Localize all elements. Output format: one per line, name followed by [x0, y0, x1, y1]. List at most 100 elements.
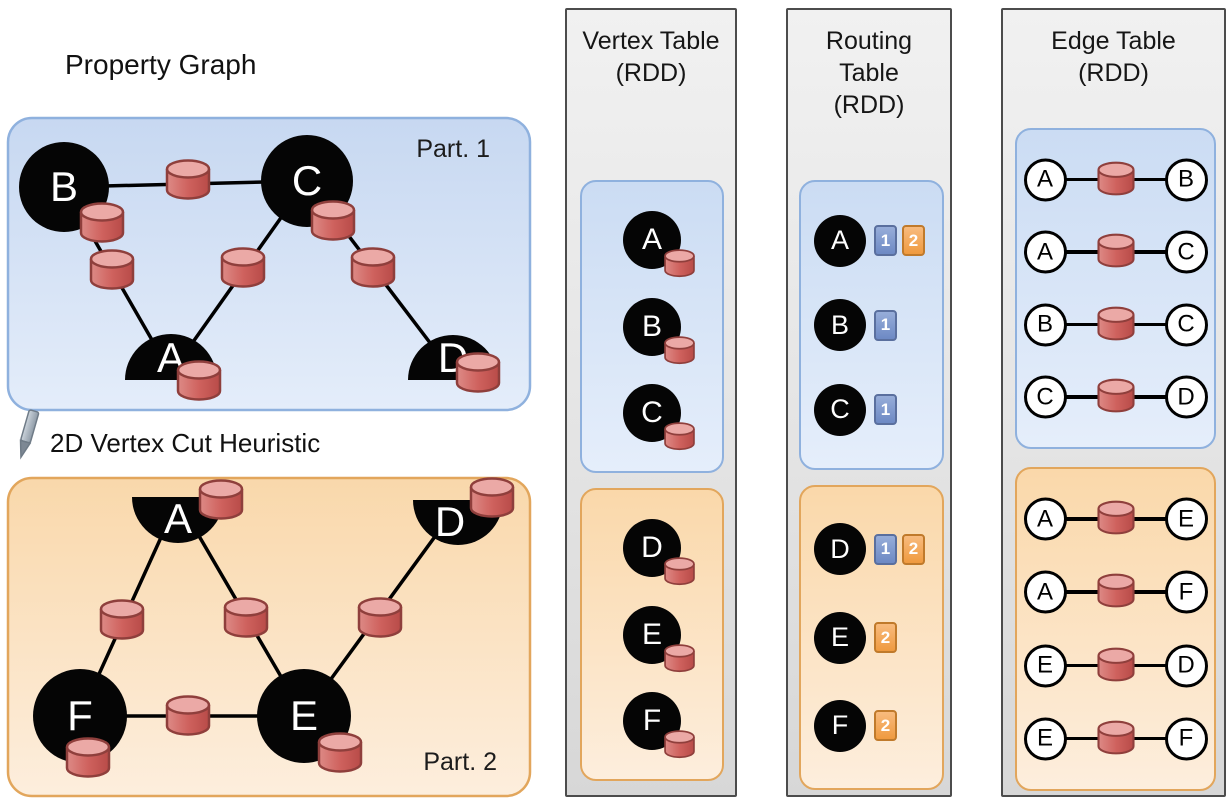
vertex-C-label: C	[292, 157, 322, 204]
edge-property-cylinder-icon	[220, 247, 266, 288]
vertex-D-label: D	[435, 498, 465, 545]
edge-dst-circle: E	[1164, 497, 1208, 541]
edge-src-circle: A	[1023, 497, 1067, 541]
partition-1-label: Part. 1	[416, 135, 490, 163]
vertex-circle: A	[814, 214, 866, 267]
vertex-entry: D	[623, 518, 695, 585]
edge-property-cylinder-icon	[1096, 500, 1135, 535]
edge-row: B C	[1023, 302, 1208, 348]
edge-src-circle: E	[1023, 644, 1067, 688]
partition-2-badge: 2	[874, 622, 897, 653]
edge-table-column: Edge Table (RDD) A B A C B C	[1001, 8, 1226, 797]
partition-2-badge: 2	[902, 533, 925, 565]
partition-badges: 1 2	[874, 533, 925, 565]
edge-dst-circle: D	[1164, 644, 1208, 688]
vertex-circle: C	[814, 383, 866, 436]
vertex-property-cylinder-icon	[664, 730, 695, 759]
vertex-property-cylinder-icon	[317, 732, 363, 773]
edge-property-cylinder-icon	[1096, 379, 1135, 413]
partition-badges: 2	[874, 710, 897, 742]
vertex-circle: E	[814, 611, 866, 664]
routing-row: C 1	[801, 383, 942, 436]
edge-src-circle: B	[1023, 303, 1067, 347]
edge-property-cylinder-icon	[357, 597, 403, 638]
vertex-circle: D	[814, 523, 866, 576]
edge-property-cylinder-icon	[89, 249, 135, 290]
partition-badges: 1 2	[874, 225, 925, 256]
edge-table-header: Edge Table (RDD)	[1003, 10, 1224, 89]
edge-property-cylinder-icon	[1096, 161, 1135, 196]
vertex-circle: B	[814, 299, 866, 351]
routing-row: E 2	[801, 611, 942, 664]
vertex-property-cylinder-icon	[310, 200, 356, 241]
vertex-table-partition-2: D E F	[580, 488, 724, 781]
edge-table-subtitle: (RDD)	[1078, 59, 1149, 87]
cut-heuristic-label: 2D Vertex Cut Heuristic	[50, 428, 320, 458]
vertex-property-cylinder-icon	[664, 643, 695, 672]
vertex-property-cylinder-icon	[65, 737, 111, 778]
edge-property-cylinder-icon	[1096, 720, 1135, 755]
edge-property-cylinder-icon	[223, 597, 269, 638]
edge-dst-circle: D	[1164, 375, 1208, 419]
routing-table-header: Routing Table (RDD)	[788, 10, 950, 121]
vertex-entry: E	[623, 605, 695, 672]
edge-dst-circle: C	[1164, 230, 1208, 274]
vertex-property-cylinder-icon	[664, 335, 695, 364]
edge-src-circle: C	[1023, 375, 1067, 419]
partition-1-badge: 1	[874, 533, 897, 565]
edge-row: A B	[1023, 157, 1208, 203]
edge-src-circle: E	[1023, 717, 1067, 761]
edge-dst-circle: F	[1164, 717, 1208, 761]
vertex-F	[33, 669, 127, 763]
edge-property-cylinder-icon	[350, 247, 396, 288]
edge-dst-circle: B	[1164, 158, 1208, 202]
routing-table-subtitle: (RDD)	[833, 91, 905, 119]
edge-row: E D	[1023, 643, 1208, 689]
vertex-table-subtitle: (RDD)	[615, 59, 687, 87]
partition-1-region	[6, 116, 532, 412]
routing-row: A 1 2	[801, 214, 942, 267]
edge-property-cylinder-icon	[1096, 233, 1135, 268]
vertex-F-label: F	[67, 692, 93, 739]
edge-dst-circle: F	[1164, 570, 1208, 614]
partition-2-badge: 2	[874, 710, 897, 742]
vertex-table-title: Vertex Table	[582, 27, 720, 55]
pencil-arrow-icon	[19, 409, 40, 460]
vertex-circle: B	[623, 297, 681, 356]
vertex-circle: F	[623, 692, 681, 751]
routing-table-title-line2: Table	[839, 59, 899, 87]
edge-property-cylinder-icon	[1096, 647, 1135, 681]
vertex-table-column: Vertex Table (RDD) A B C D E	[565, 8, 737, 797]
routing-table-partition-1: A 1 2 B 1 C 1	[799, 180, 944, 470]
edge-src-circle: A	[1023, 230, 1067, 274]
vertex-property-cylinder-icon	[79, 202, 125, 243]
edge-table-partition-2: A E A F E D E F	[1015, 467, 1216, 791]
vertex-property-cylinder-icon	[469, 477, 515, 518]
edge-table-partition-1: A B A C B C C D	[1015, 128, 1216, 449]
edge-row: E F	[1023, 716, 1208, 762]
edge-src-circle: A	[1023, 158, 1067, 202]
vertex-entry: B	[623, 297, 695, 364]
routing-table-partition-2: D 1 2 E 2 F 2	[799, 485, 944, 790]
routing-row: D 1 2	[801, 523, 942, 576]
vertex-table-partition-1: A B C	[580, 180, 724, 473]
edge-row: A F	[1023, 569, 1208, 615]
partition-2-label: Part. 2	[423, 748, 497, 776]
edge-property-cylinder-icon	[165, 159, 211, 200]
partition-badges: 1	[874, 394, 897, 425]
edge-row: A C	[1023, 229, 1208, 275]
partition-badges: 1	[874, 309, 897, 341]
vertex-property-cylinder-icon	[198, 479, 244, 520]
property-graph-title: Property Graph	[65, 49, 256, 80]
edge-dst-circle: C	[1164, 303, 1208, 347]
routing-table-column: Routing Table (RDD) A 1 2 B 1 C 1	[786, 8, 952, 797]
vertex-entry: C	[623, 384, 695, 451]
vertex-property-cylinder-icon	[176, 360, 222, 401]
edge-property-cylinder-icon	[99, 599, 145, 640]
partition-1-badge: 1	[874, 309, 897, 341]
edge-src-circle: A	[1023, 570, 1067, 614]
property-graph-panel: Property Graph Part. 1 B C A D	[6, 49, 532, 798]
vertex-property-cylinder-icon	[664, 422, 695, 451]
partition-1-badge: 1	[874, 394, 897, 425]
